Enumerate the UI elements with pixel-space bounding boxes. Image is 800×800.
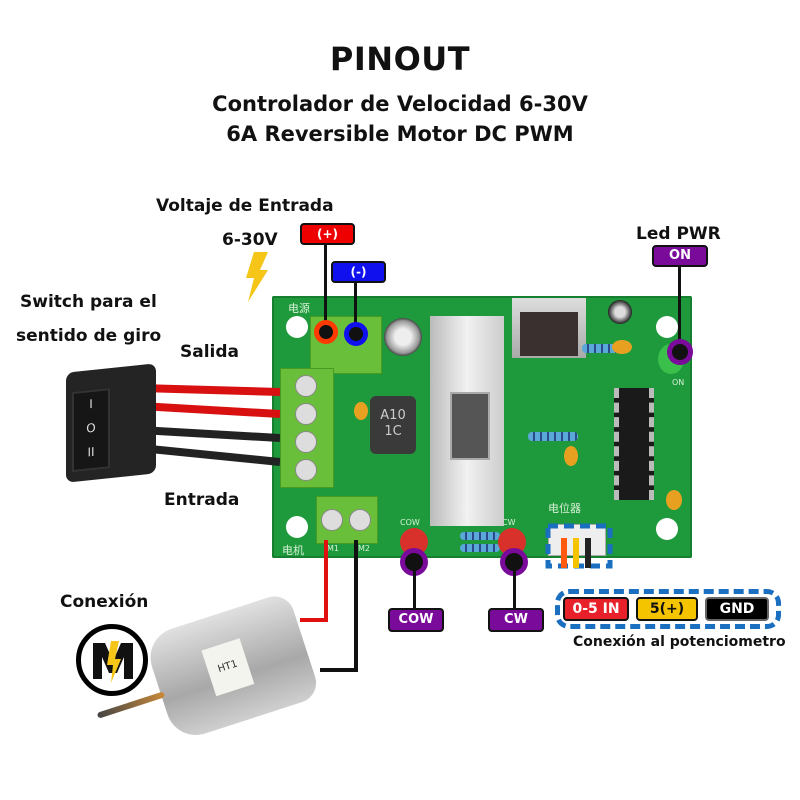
resistor <box>460 532 500 540</box>
positive-tag: (+) <box>300 223 355 245</box>
m-lightning-icon <box>93 641 133 683</box>
led-pwr-label: Led PWR <box>636 224 721 244</box>
mounting-hole <box>286 516 308 538</box>
negative-terminal-marker <box>344 322 368 346</box>
motor-black-wire <box>320 540 358 672</box>
dc-motor: HT1 <box>142 591 322 743</box>
pot-signal-tag: 0-5 IN <box>563 597 629 621</box>
pcb-board: 电源 电机 M1 M2 电位器 COW CW ON A10 1C <box>272 296 692 558</box>
cow-pointer-line <box>413 570 416 610</box>
diode: A10 1C <box>370 396 416 454</box>
electrolytic-capacitor <box>384 318 422 356</box>
switch-terminal-block <box>280 368 334 488</box>
pot-gnd-tag: GND <box>705 597 769 621</box>
positive-terminal-marker <box>314 320 338 344</box>
black-wire <box>140 444 280 466</box>
black-wire <box>140 426 280 442</box>
pot-pins-dashed-group <box>555 589 781 629</box>
resistor <box>460 544 500 552</box>
switch-wires <box>140 384 280 466</box>
motor-terminal-block <box>316 496 378 544</box>
positive-pointer-line <box>324 245 327 329</box>
rocker-switch: I O II <box>66 363 156 483</box>
cw-tag: CW <box>488 608 544 632</box>
terminal-screw <box>295 403 317 425</box>
pot-vcc-tag: 5(+) <box>636 597 698 621</box>
mounting-hole <box>656 518 678 540</box>
led-pointer-line <box>678 267 681 349</box>
lightning-bolt-icon <box>246 252 268 302</box>
switch-mark-ii: II <box>87 444 95 460</box>
ceramic-capacitor <box>666 490 682 510</box>
silkscreen-cw: CW <box>502 518 516 527</box>
red-wire <box>140 402 280 418</box>
pot-dashed-outline <box>545 523 613 569</box>
connection-label: Conexión <box>60 592 149 612</box>
motor-brand-icon <box>76 624 148 696</box>
mounting-hole <box>286 316 308 338</box>
voltage-range-label: 6-30V <box>222 230 278 250</box>
terminal-screw <box>295 431 317 453</box>
switch-label-line-1: Switch para el <box>20 292 157 312</box>
ceramic-capacitor <box>564 446 578 466</box>
ceramic-capacitor <box>612 340 632 354</box>
motor-wires <box>300 540 358 672</box>
led-marker <box>667 339 693 365</box>
silkscreen-power: 电源 <box>288 302 310 315</box>
mosfet <box>450 392 490 460</box>
silkscreen-cow: COW <box>400 518 420 527</box>
terminal-screw <box>349 509 371 531</box>
page-title: PINOUT <box>329 40 471 78</box>
red-wire <box>140 384 280 396</box>
terminal-screw <box>295 459 317 481</box>
terminal-screw <box>295 375 317 397</box>
motor-red-wire <box>300 540 328 622</box>
silkscreen-pot: 电位器 <box>548 502 581 515</box>
resistor <box>528 432 578 441</box>
cw-pointer-line <box>513 570 516 610</box>
pot-connector-highlight <box>545 523 613 569</box>
small-capacitor <box>608 300 632 324</box>
led-on-tag: ON <box>652 245 708 267</box>
silkscreen-m2: M2 <box>358 544 370 553</box>
rocker-face: I O II <box>72 388 110 473</box>
subtitle-line-2: 6A Reversible Motor DC PWM <box>226 122 574 146</box>
silkscreen-m1: M1 <box>327 544 339 553</box>
mounting-hole <box>656 316 678 338</box>
negative-tag: (-) <box>331 261 386 283</box>
subtitle-line-1: Controlador de Velocidad 6-30V <box>212 92 588 116</box>
resistor <box>582 344 626 353</box>
silkscreen-on: ON <box>672 378 685 387</box>
regulator-body <box>520 312 578 356</box>
output-label: Salida <box>180 342 240 362</box>
switch-label-line-2: sentido de giro <box>16 326 162 346</box>
input-voltage-label: Voltaje de Entrada <box>156 196 334 216</box>
cow-tag: COW <box>388 608 444 632</box>
motor-label-sticker: HT1 <box>201 638 255 697</box>
pot-connection-label: Conexión al potenciometro <box>573 634 786 650</box>
ic-chip <box>614 388 654 500</box>
negative-pointer-line <box>354 283 357 329</box>
input-label: Entrada <box>164 490 240 510</box>
terminal-screw <box>321 509 343 531</box>
ceramic-capacitor <box>354 402 368 420</box>
silkscreen-motor: 电机 <box>282 544 304 557</box>
